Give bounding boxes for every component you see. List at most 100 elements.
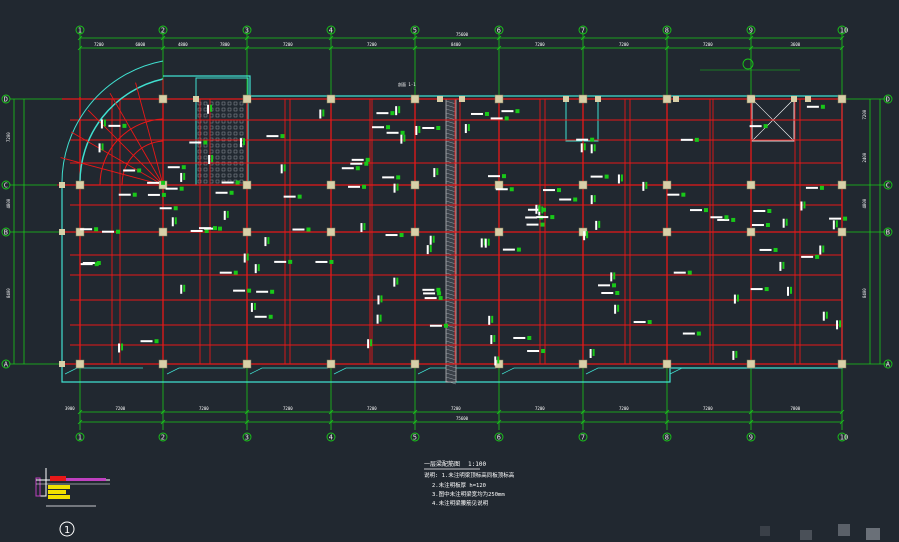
hatch-cell — [197, 161, 202, 166]
rebar-marker — [509, 187, 514, 192]
hatch-cell — [221, 137, 226, 142]
hatch-cell — [221, 155, 226, 160]
rebar-label — [118, 193, 131, 196]
rebar-label — [254, 315, 267, 318]
hatch-cell — [197, 125, 202, 130]
column — [578, 180, 588, 190]
rebar-marker — [210, 104, 213, 112]
rebar-label — [189, 141, 202, 144]
top-dim-text: 7200 — [619, 42, 629, 47]
section-tag: 剖面 1-1 — [398, 81, 416, 87]
rebar-label — [800, 201, 803, 211]
axis-label-9: 9 — [749, 434, 753, 442]
joint-hatch — [445, 116, 457, 121]
dim-tick — [748, 45, 754, 51]
rebar-marker — [681, 192, 686, 197]
hatch-cell — [197, 173, 202, 178]
joint-hatch — [445, 148, 457, 153]
rebar-marker — [418, 125, 421, 133]
rebar-label — [102, 230, 115, 233]
rebar-marker — [516, 247, 521, 252]
hatch-cell — [197, 101, 202, 106]
bottom-total-dim: 75600 — [456, 416, 469, 421]
hatch-cell — [197, 107, 202, 112]
dim-tick — [328, 45, 334, 51]
rebar-marker — [541, 349, 546, 354]
hatch-cell — [227, 143, 232, 148]
joint-hatch — [445, 100, 457, 105]
rebar-marker — [764, 287, 769, 292]
rebar-marker — [484, 111, 489, 116]
rebar-label — [283, 195, 296, 198]
rebar-marker — [736, 294, 739, 302]
rebar-marker — [765, 223, 770, 228]
top-dim-text: 8400 — [451, 42, 461, 47]
column — [578, 359, 588, 369]
column-small — [193, 96, 199, 102]
hatch-cell — [227, 149, 232, 154]
rebar-marker — [620, 174, 623, 182]
rebar-label — [108, 124, 121, 127]
column-layer — [59, 94, 847, 369]
hatch-cell — [197, 113, 202, 118]
hatch-cell — [197, 137, 202, 142]
rebar-marker — [183, 284, 186, 292]
top-dim-text: 7200 — [703, 42, 713, 47]
rebar-marker — [355, 166, 360, 171]
rebar-label — [495, 188, 508, 191]
rebar-label — [487, 175, 500, 178]
hatch-cell — [239, 155, 244, 160]
joint-hatch — [445, 256, 457, 261]
joint-hatch — [445, 208, 457, 213]
rebar-label — [180, 284, 183, 294]
rebar-label — [501, 110, 514, 113]
rebar-marker — [604, 174, 609, 179]
dim-tick — [748, 419, 754, 425]
column-small — [245, 96, 251, 102]
rebar-label — [422, 288, 435, 291]
right-dim-text: 8400 — [862, 288, 867, 298]
joint-hatch — [445, 176, 457, 181]
column-small — [59, 182, 65, 188]
dim-tick — [664, 419, 670, 425]
axis-bubble-8 — [662, 25, 672, 35]
top-dim-text: 6000 — [136, 42, 146, 47]
hatch-cell — [239, 167, 244, 172]
rebar-label — [595, 220, 598, 230]
axis-label-6: 6 — [497, 27, 501, 35]
rebar-marker — [815, 254, 820, 259]
column-small — [805, 96, 811, 102]
axis-bubble-A — [883, 359, 893, 369]
hatch-cell — [215, 155, 220, 160]
rebar-marker — [132, 192, 137, 197]
joint-hatch — [445, 272, 457, 277]
rebar-marker — [403, 134, 406, 142]
rebar-label — [280, 164, 283, 174]
dim-tick — [412, 45, 418, 51]
rebar-marker — [379, 314, 382, 322]
joint-hatch — [445, 204, 457, 209]
expansion-joint — [445, 98, 457, 385]
right-dim-text: 7200 — [862, 109, 867, 119]
rebar-label — [165, 187, 178, 190]
hatch-cell — [233, 167, 238, 172]
joint-hatch — [445, 172, 457, 177]
rebar-label — [689, 209, 702, 212]
joint-hatch — [445, 368, 457, 373]
rebar-marker — [329, 259, 334, 264]
rebar-marker — [173, 206, 178, 211]
rebar-marker — [790, 286, 793, 294]
rebar-marker — [504, 116, 509, 121]
hatch-cell — [239, 179, 244, 184]
bottom-dim-text: 7200 — [116, 406, 126, 411]
column-small — [563, 96, 569, 102]
rebar-label — [667, 193, 680, 196]
rebar-marker — [843, 216, 848, 221]
axis-bubble-5 — [410, 432, 420, 442]
rebar-marker — [396, 183, 399, 191]
dim-tick — [77, 419, 83, 425]
dim-tick — [839, 35, 845, 41]
rebar-label — [429, 235, 432, 245]
dim-tick — [496, 419, 502, 425]
hatch-cell — [227, 125, 232, 130]
